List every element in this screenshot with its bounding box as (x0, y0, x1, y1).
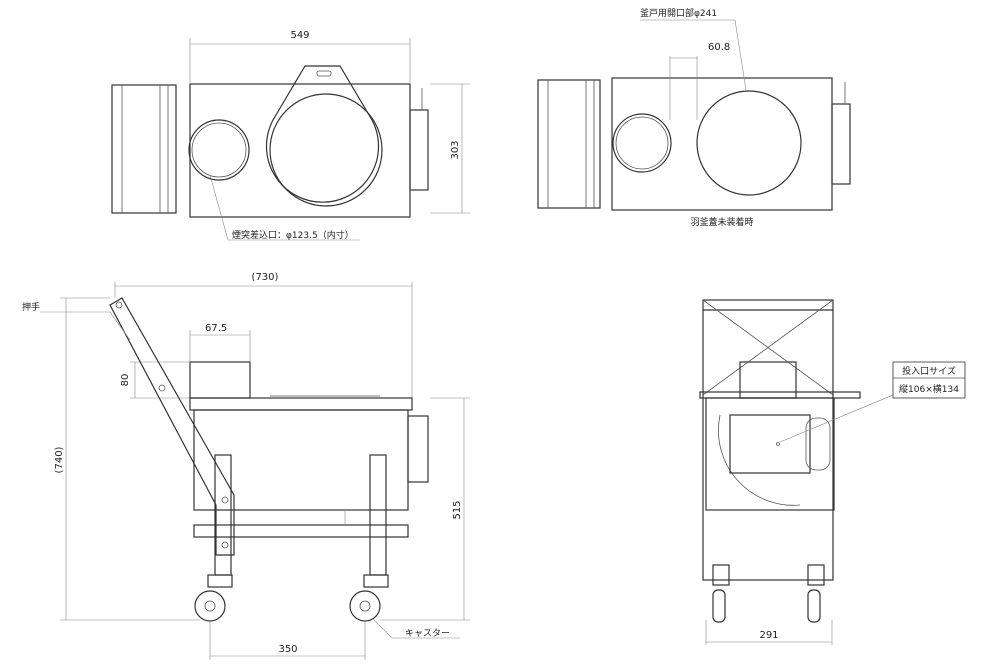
height-dim-303: 303 (450, 140, 461, 159)
chimney-height-dim: 80 (120, 374, 131, 387)
chimney-label: 煙突差込口：φ123.5（内寸） (232, 229, 354, 241)
inlet-title: 投入口サイズ (902, 365, 956, 377)
side-view: (730) (740) 67.5 80 515 350 押手 キャスター (22, 272, 470, 660)
width-dim-549: 549 (290, 30, 309, 41)
inlet-size: 縦106×横134 (899, 383, 959, 395)
caption: 羽釜蓋未装着時 (690, 216, 753, 228)
caster-label: キャスター (405, 628, 450, 639)
overall-height-dim: (740) (54, 446, 65, 473)
top-view-right: 釜戸用開口部φ241 60.8 羽釜蓋未装着時 (537, 7, 851, 228)
handle-label: 押手 (22, 301, 40, 313)
inlet-size-box (892, 361, 966, 399)
front-view: 291 投入口サイズ 縦106×横134 (699, 299, 966, 645)
body-height-dim: 515 (452, 500, 463, 519)
opening-label: 釜戸用開口部φ241 (640, 7, 717, 19)
wheelbase-dim: 350 (278, 644, 297, 655)
offset-dim: 60.8 (708, 42, 730, 53)
front-width-dim: 291 (759, 630, 778, 641)
overall-width-dim: (730) (252, 272, 279, 283)
chimney-width-dim: 67.5 (205, 323, 227, 334)
top-view-left: 549 303 煙突差込口：φ123.5（内寸） (111, 30, 470, 241)
